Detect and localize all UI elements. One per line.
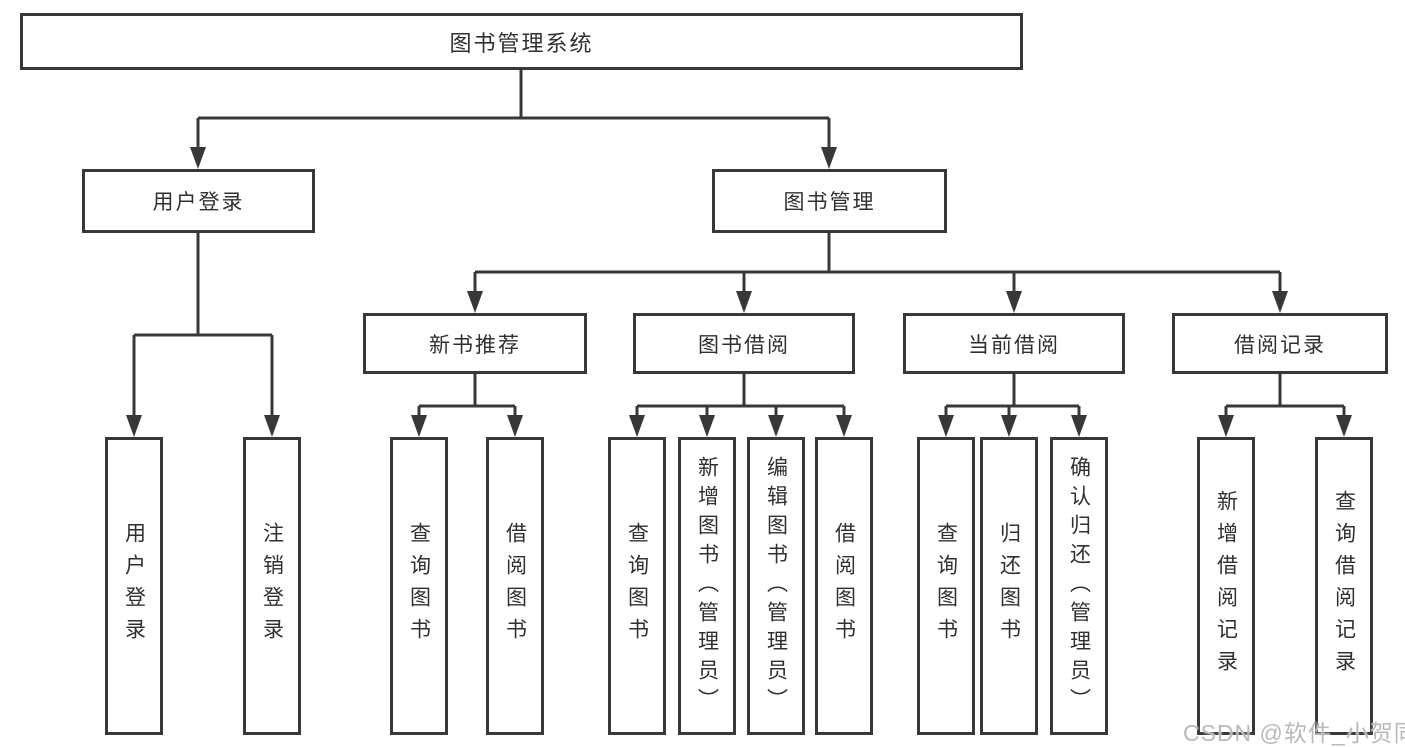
node-new-book-recommendation: 新书推荐 <box>363 313 587 374</box>
node-root: 图书管理系统 <box>20 13 1023 70</box>
node-user-login: 用户登录 <box>82 169 315 233</box>
leaf-user-login: 用户登录 <box>105 437 163 735</box>
csdn-watermark: CSDN @软件_小贺同学 <box>1183 720 1405 746</box>
leaf-edit-book-admin: 编辑图书（管理员） <box>747 437 805 735</box>
node-book-management: 图书管理 <box>712 169 947 233</box>
leaf-query-books-borrowing: 查询图书 <box>608 437 666 735</box>
leaf-add-borrow-record: 新增借阅记录 <box>1197 437 1255 735</box>
leaf-borrow-books-recommend: 借阅图书 <box>486 437 544 735</box>
leaf-logout: 注销登录 <box>243 437 301 735</box>
arrowheads <box>126 147 1352 437</box>
leaf-query-books-recommend: 查询图书 <box>390 437 448 735</box>
leaf-query-books-current: 查询图书 <box>917 437 975 735</box>
leaf-confirm-return-admin: 确认归还（管理员） <box>1050 437 1108 735</box>
leaf-query-borrow-record: 查询借阅记录 <box>1315 437 1373 735</box>
node-current-borrowing: 当前借阅 <box>903 313 1125 374</box>
leaf-add-book-admin: 新增图书（管理员） <box>678 437 736 735</box>
node-borrowing-records: 借阅记录 <box>1172 313 1388 374</box>
node-book-borrowing: 图书借阅 <box>633 313 855 374</box>
leaf-borrow-books-borrowing: 借阅图书 <box>815 437 873 735</box>
leaf-return-book: 归还图书 <box>980 437 1038 735</box>
